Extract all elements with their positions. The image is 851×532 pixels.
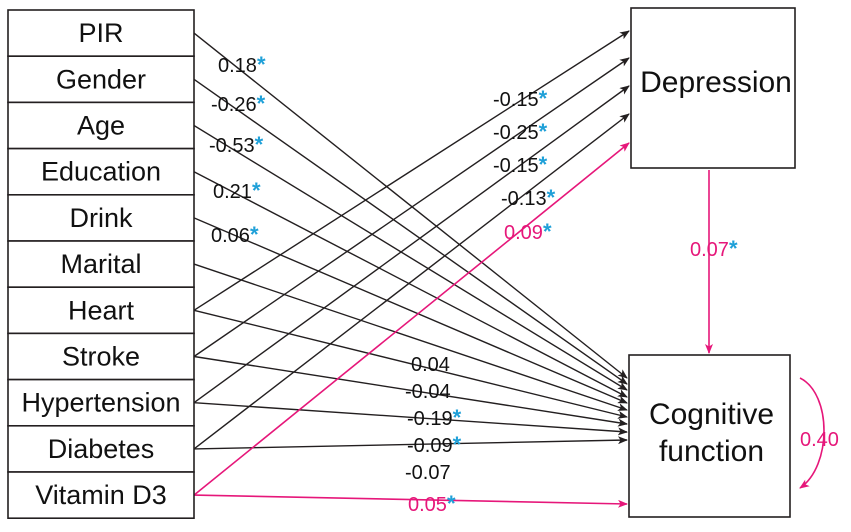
predictor-box-pir: PIR [7,9,195,58]
coef-label-stroke-to-cognitive: -0.19* [407,405,462,430]
significance-star: * [250,222,259,247]
path-diabetes-to-cognitive [193,436,628,450]
path-vitd3-to-depression [193,142,630,496]
coef-label-pir-to-cognitive: 0.18* [218,52,266,77]
path-hypertension-to-cognitive [193,402,628,436]
path-education-to-cognitive [193,171,628,398]
coef-label-diabetes-to-cognitive: -0.07 [405,462,451,484]
path-vitd3-to-cognitive [193,494,628,508]
coef-value: -0.15 [493,155,539,177]
significance-star: * [255,132,264,157]
path-cognitive-residual [799,377,825,489]
coef-label-heart-to-cognitive: -0.04 [405,381,451,403]
coef-value: 0.18 [218,55,257,77]
coef-value: -0.13 [501,188,547,210]
coef-label-vitd3-to-depression: 0.09* [504,219,552,244]
coef-value: -0.09 [407,435,453,457]
coef-label-stroke-to-depression: -0.25* [493,119,548,144]
coef-value: -0.04 [405,381,451,403]
coef-label-drink-to-cognitive: 0.06* [211,222,259,247]
predictor-box-vitd3: Vitamin D3 [7,471,195,520]
predictor-label-diabetes: Diabetes [48,434,155,464]
predictor-label-pir: PIR [78,18,123,48]
cognitive-label-line1: Cognitive [649,398,774,431]
coef-label-diabetes-to-depression: -0.13* [501,185,556,210]
outcome-box-cognitive: Cognitive function [628,354,791,518]
predictor-box-age: Age [7,101,195,150]
coef-label-hypertension-to-cognitive: -0.09* [407,432,462,457]
significance-star: * [729,236,738,261]
predictor-label-drink: Drink [69,203,133,233]
predictor-label-education: Education [41,157,161,187]
path-heart-to-cognitive [193,309,628,419]
coef-label-gender-to-cognitive: -0.26* [211,91,266,116]
significance-star: * [547,185,556,210]
coef-value: -0.07 [405,462,451,484]
depression-label: Depression [640,66,792,99]
path-hypertension-to-depression [193,85,630,404]
coef-value: 0.09 [504,222,543,244]
path-stroke-to-cognitive [193,355,628,427]
coef-value: 0.04 [411,354,450,376]
significance-star: * [252,178,261,203]
path-gender-to-cognitive [193,78,628,385]
path-marital-to-cognitive [193,263,628,411]
coef-value: 0.05 [408,494,447,516]
coef-value: 0.21 [213,181,252,203]
coef-label-cognitive-to-cognitive: 0.40 [800,429,839,451]
significance-star: * [257,52,266,77]
predictor-label-marital: Marital [60,249,141,279]
predictor-box-drink: Drink [7,194,195,242]
predictor-label-heart: Heart [68,295,135,325]
predictor-label-hypertension: Hypertension [21,388,180,418]
coef-value: -0.25 [493,122,539,144]
coef-value: 0.40 [800,429,839,451]
significance-star: * [539,119,548,144]
path-heart-to-depression [193,30,630,311]
predictor-box-heart: Heart [7,286,195,335]
coef-value: 0.07 [690,239,729,261]
predictor-label-stroke: Stroke [62,342,140,372]
coef-label-education-to-cognitive: 0.21* [213,178,261,203]
significance-star: * [453,405,462,430]
cognitive-label-line2: function [659,435,764,468]
coef-value: -0.15 [493,89,539,111]
coef-label-age-to-cognitive: -0.53* [209,132,264,157]
path-stroke-to-depression [193,57,630,358]
path-drink-to-cognitive [193,217,628,404]
predictor-label-gender: Gender [56,64,146,94]
coef-label-marital-to-cognitive: 0.04 [411,354,450,376]
coef-value: -0.19 [407,408,453,430]
significance-star: * [539,152,548,177]
predictor-box-diabetes: Diabetes [7,424,195,473]
predictor-label-age: Age [77,111,125,141]
significance-star: * [543,219,552,244]
predictor-label-vitd3: Vitamin D3 [35,480,167,510]
path-age-to-cognitive [193,124,628,391]
coef-value: 0.06 [211,225,250,247]
significance-star: * [453,432,462,457]
outcome-box-depression: Depression [630,7,796,169]
coef-value: -0.53 [209,135,255,157]
predictor-box-marital: Marital [7,240,195,289]
coef-label-depression-to-cognitive: 0.07* [690,236,738,261]
coef-label-hypertension-to-depression: -0.15* [493,152,548,177]
path-lines [193,30,825,508]
significance-star: * [539,86,548,111]
predictor-box-education: Education [7,147,195,196]
coef-value: -0.26 [211,94,257,116]
variable-boxes: PIR GenderAgeEducationDrinkMaritalHeartSt… [7,7,796,520]
coef-label-vitd3-to-cognitive: 0.05* [408,491,456,516]
predictor-box-hypertension: Hypertension [7,378,195,427]
significance-star: * [447,491,456,516]
path-pir-to-cognitive [193,32,628,379]
predictor-box-stroke: Stroke [7,332,195,381]
coef-label-heart-to-depression: -0.15* [493,86,548,111]
path-diabetes-to-depression [193,113,630,450]
significance-star: * [257,91,266,116]
coefficient-labels: 0.18*-0.26*-0.53*0.21*0.06*0.04-0.04-0.1… [209,52,839,516]
predictor-box-gender: Gender [7,55,195,104]
